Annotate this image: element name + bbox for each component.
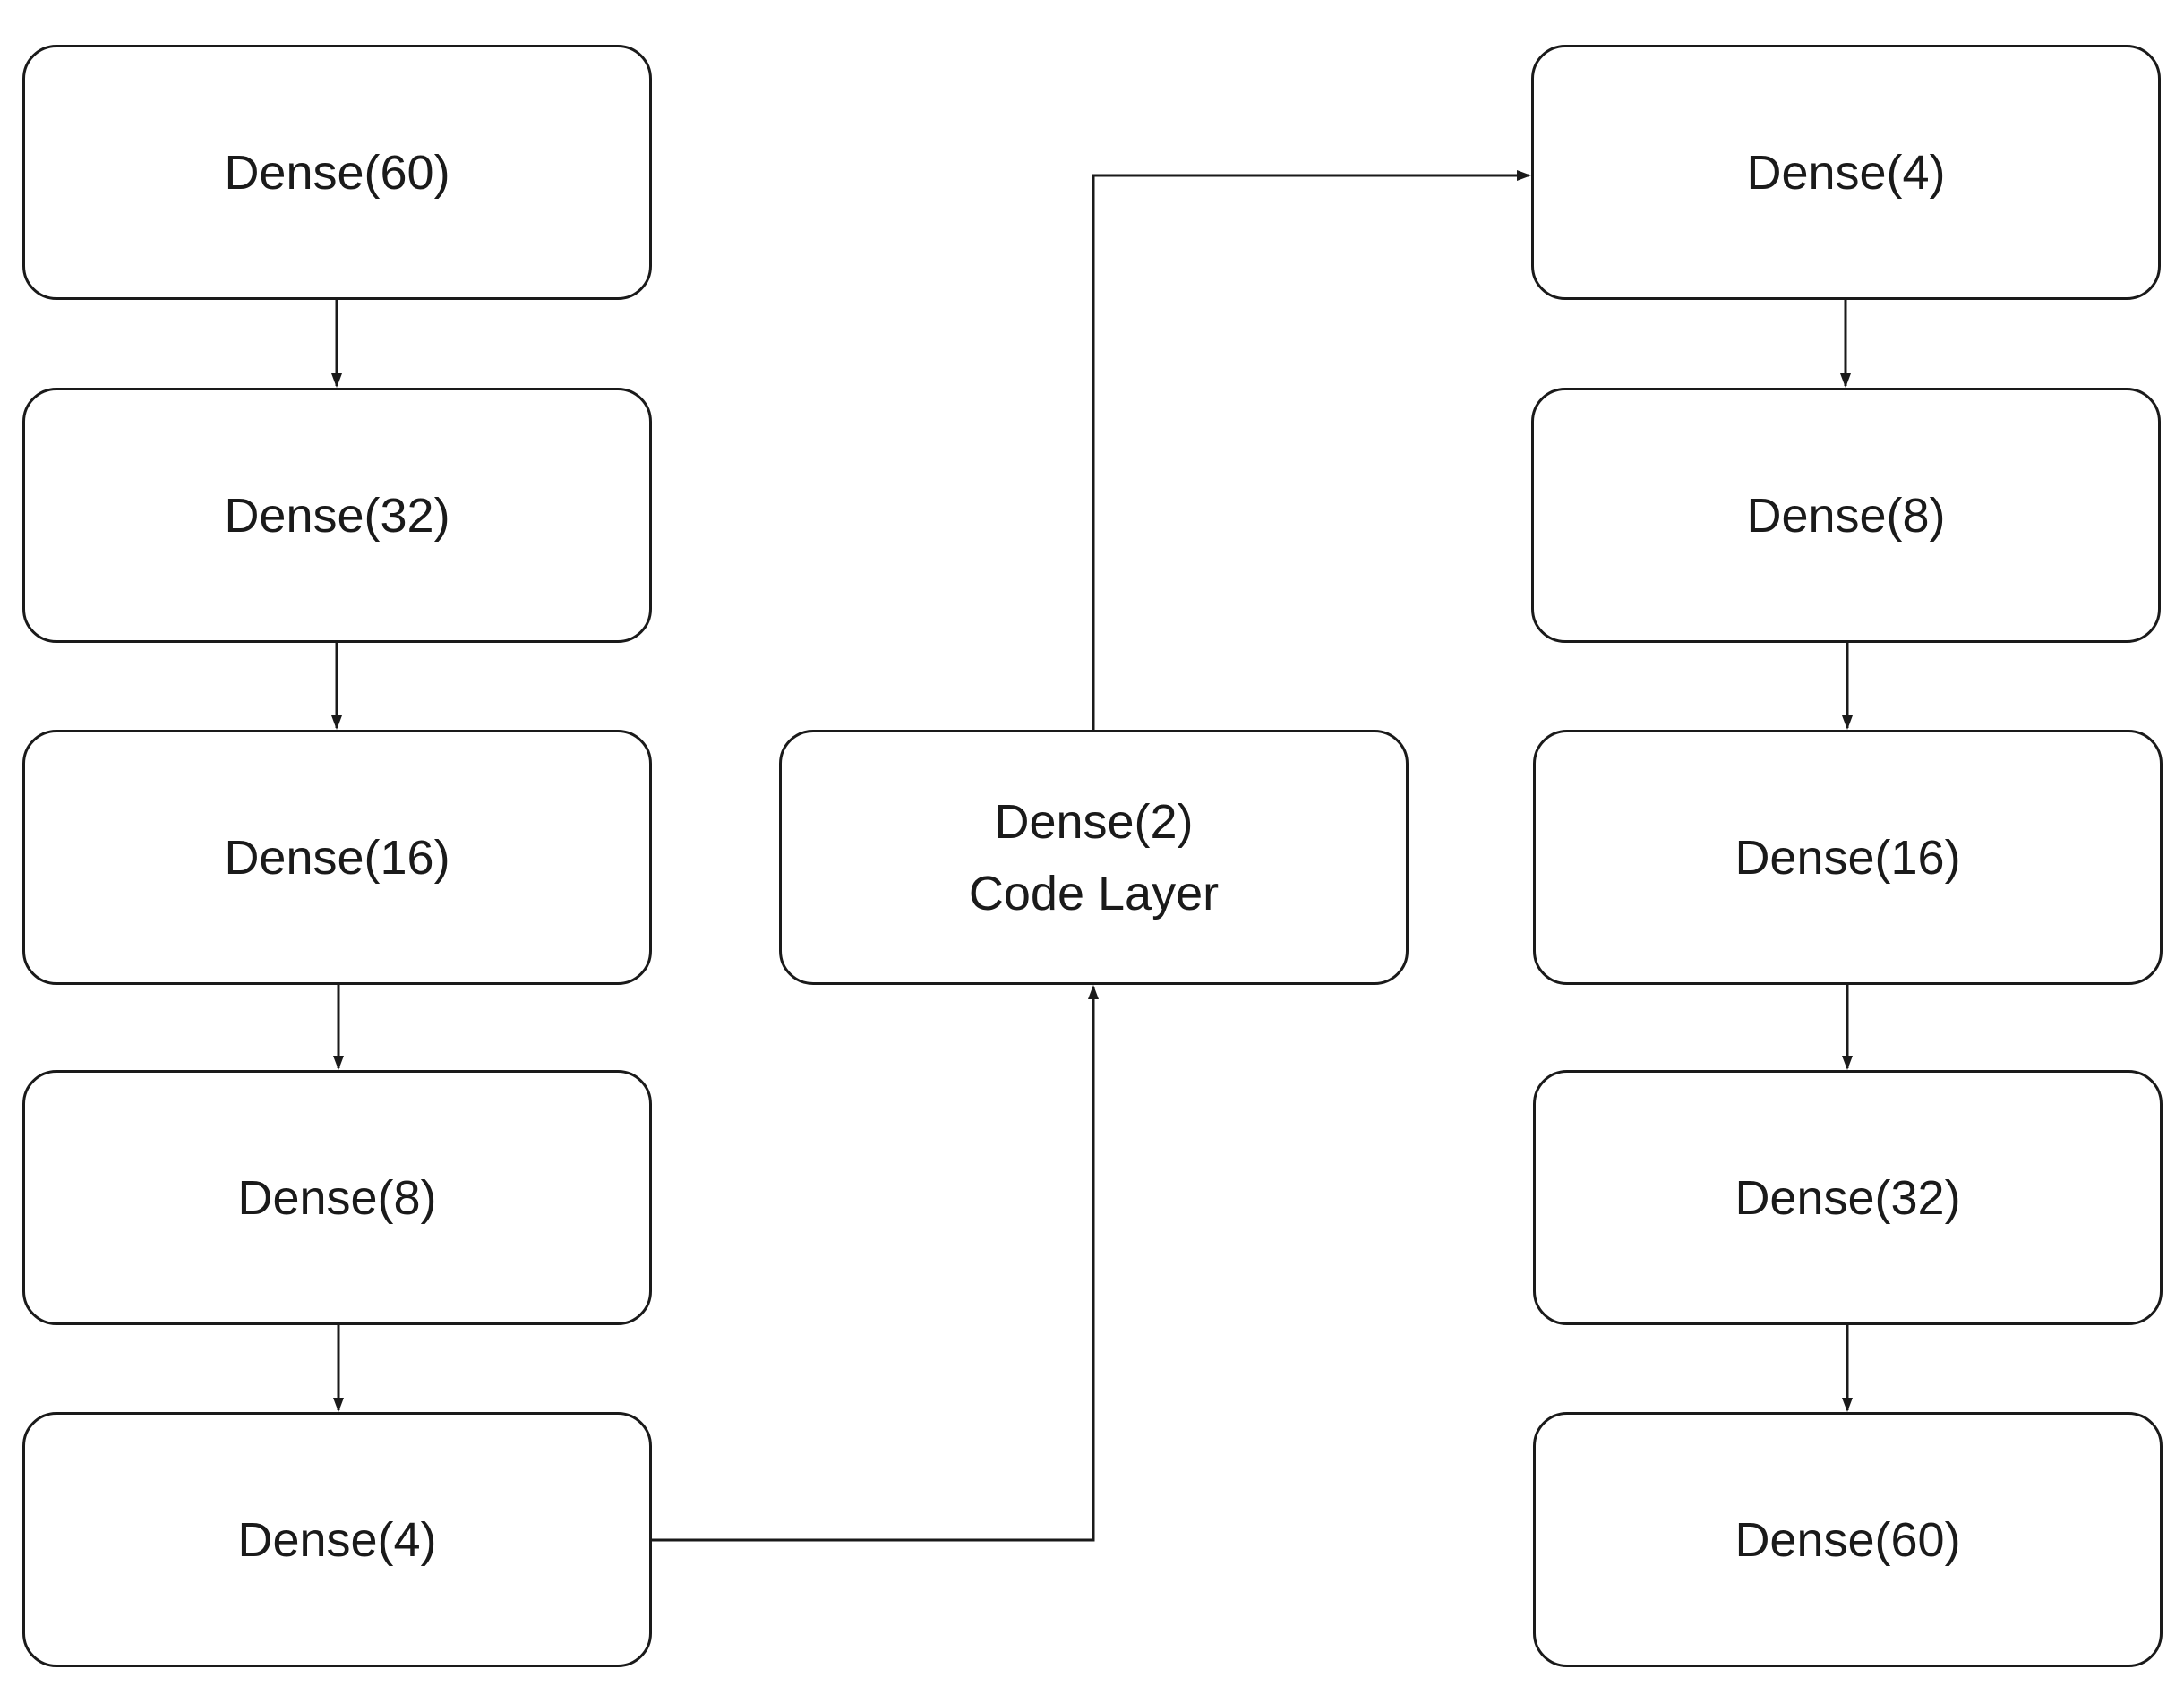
decoder-layer-1-label: Dense(4) — [1746, 145, 1946, 200]
code-layer: Dense(2) Code Layer — [779, 730, 1409, 985]
code-layer-sublabel: Code Layer — [968, 866, 1220, 920]
arrow-code-layer-to-decoder — [1092, 170, 1531, 730]
encoder-layer-1-label: Dense(60) — [224, 145, 450, 200]
encoder-layer-5: Dense(4) — [22, 1412, 652, 1667]
decoder-layer-4-label: Dense(32) — [1734, 1170, 1961, 1225]
encoder-layer-4: Dense(8) — [22, 1070, 652, 1325]
encoder-layer-2: Dense(32) — [22, 388, 652, 643]
encoder-layer-5-label: Dense(4) — [237, 1512, 437, 1567]
decoder-layer-2-label: Dense(8) — [1746, 488, 1946, 543]
encoder-layer-4-label: Dense(8) — [237, 1170, 437, 1225]
arrow-encoder-to-code-layer — [652, 985, 1099, 1542]
decoder-layer-3: Dense(16) — [1533, 730, 2163, 985]
decoder-layer-4: Dense(32) — [1533, 1070, 2163, 1325]
decoder-layer-1: Dense(4) — [1531, 45, 2161, 300]
decoder-layer-2: Dense(8) — [1531, 388, 2161, 643]
code-layer-label: Dense(2) — [994, 794, 1194, 849]
encoder-layer-1: Dense(60) — [22, 45, 652, 300]
decoder-layer-5: Dense(60) — [1533, 1412, 2163, 1667]
encoder-layer-3: Dense(16) — [22, 730, 652, 985]
encoder-layer-2-label: Dense(32) — [224, 488, 450, 543]
decoder-layer-5-label: Dense(60) — [1734, 1512, 1961, 1567]
encoder-layer-3-label: Dense(16) — [224, 830, 450, 885]
decoder-layer-3-label: Dense(16) — [1734, 830, 1961, 885]
